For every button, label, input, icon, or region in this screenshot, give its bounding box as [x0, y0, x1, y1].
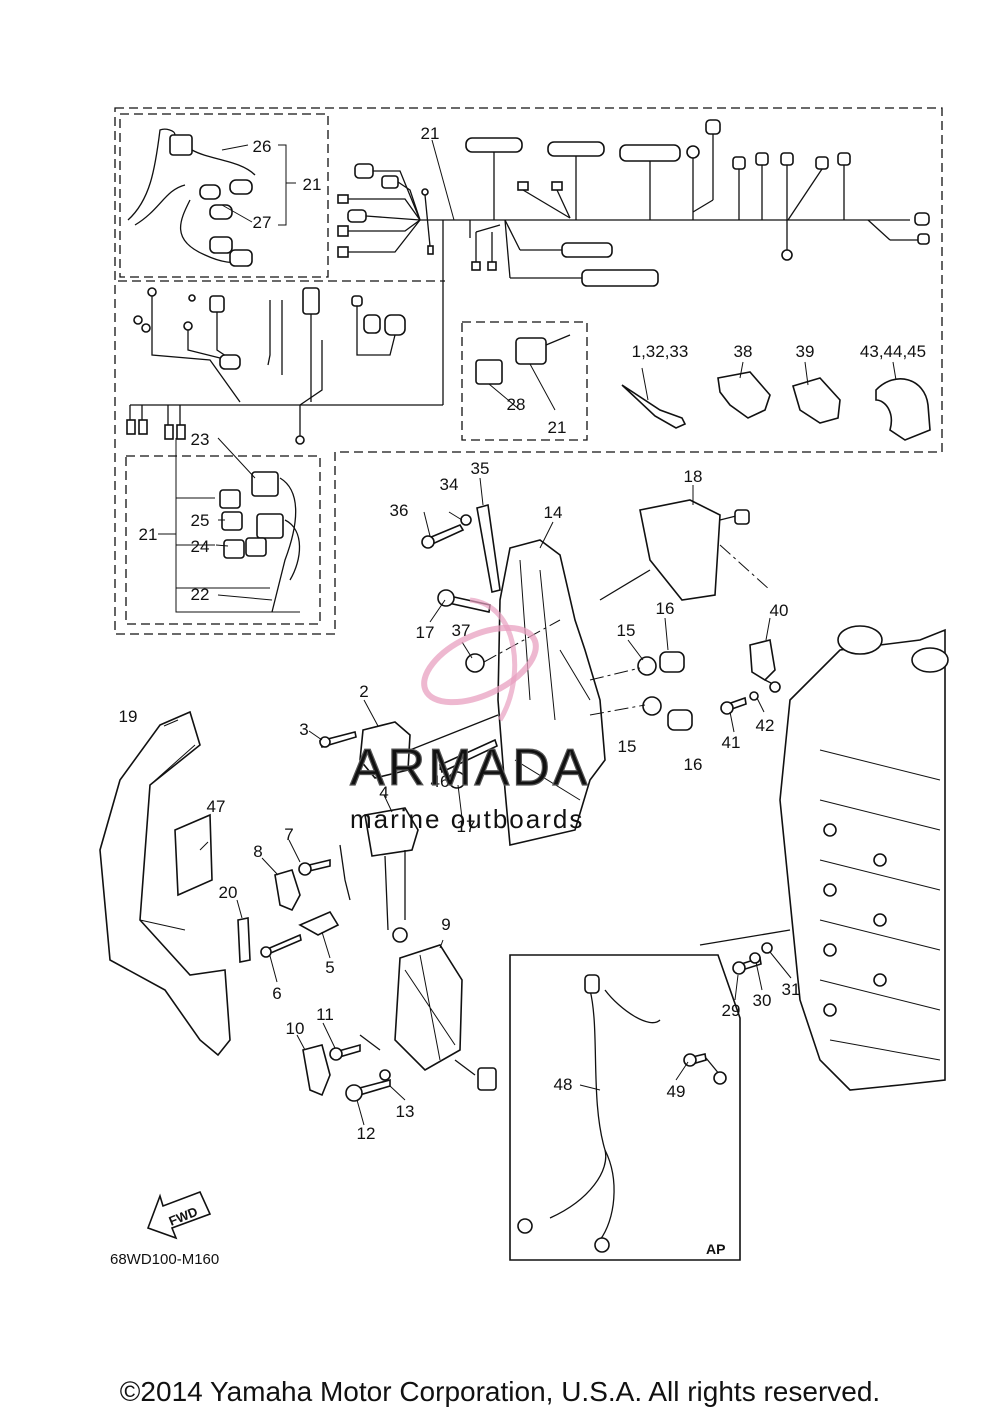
- callout-19: 19: [119, 707, 138, 726]
- callout-5: 5: [325, 958, 334, 977]
- sub-harness-26-27: [127, 128, 256, 267]
- callout-40: 40: [770, 601, 789, 620]
- callout-17-a: 17: [416, 623, 435, 642]
- callout-14: 14: [544, 503, 563, 522]
- lower-harness-detail: [126, 287, 406, 445]
- coil-assembly-2-4: [318, 714, 499, 943]
- callout-2: 2: [359, 682, 368, 701]
- callout-46: 46: [431, 772, 450, 791]
- callout-47: 47: [207, 797, 226, 816]
- callout-16-b: 16: [684, 755, 703, 774]
- armada-watermark: ARMADA marine outboards: [349, 597, 590, 834]
- callout-49: 49: [667, 1082, 686, 1101]
- callout-15-a: 15: [617, 621, 636, 640]
- callout-17-b: 17: [457, 817, 476, 836]
- callout-26: 26: [253, 137, 272, 156]
- connector-box-28: [475, 334, 571, 411]
- callout-18: 18: [684, 467, 703, 486]
- callout-12: 12: [357, 1124, 376, 1143]
- callout-48: 48: [554, 1075, 573, 1094]
- watermark-brand: ARMADA: [350, 739, 590, 797]
- fwd-arrow: FWD: [146, 1190, 212, 1240]
- callout-13: 13: [396, 1102, 415, 1121]
- harness-group-box: [114, 107, 943, 635]
- electrical-bracket-14: [497, 539, 606, 846]
- battery-cable-box: [509, 954, 741, 1261]
- callout-34: 34: [440, 475, 459, 494]
- callout-41: 41: [722, 733, 741, 752]
- callout-3: 3: [299, 720, 308, 739]
- callout-10: 10: [286, 1019, 305, 1038]
- callout-25: 25: [191, 511, 210, 530]
- leader-lines: [158, 139, 897, 1126]
- callout-11: 11: [316, 1005, 334, 1024]
- diagram-code: 68WD100-M160: [110, 1251, 219, 1268]
- callout-27: 27: [253, 213, 272, 232]
- callout-6: 6: [272, 984, 281, 1003]
- ap-label: AP: [706, 1241, 725, 1257]
- callout-29: 29: [722, 1001, 741, 1020]
- callout-35: 35: [471, 459, 490, 478]
- callout-16-a: 16: [656, 599, 675, 618]
- watermark-sub: marine outboards: [350, 804, 584, 834]
- relay-group: [219, 471, 301, 613]
- engine-block: [779, 625, 949, 1091]
- callout-43-44-45: 43,44,45: [860, 342, 926, 361]
- callout-36: 36: [390, 501, 409, 520]
- copyright-notice: ©2014 Yamaha Motor Corporation, U.S.A. A…: [119, 1376, 881, 1407]
- callout-1-32-33: 1,32,33: [632, 342, 689, 361]
- callout-9: 9: [441, 915, 450, 934]
- cable-ties-clamps: [621, 371, 931, 441]
- callout-30: 30: [753, 991, 772, 1010]
- small-parts-29-42: [699, 639, 791, 975]
- callout-7: 7: [284, 825, 293, 844]
- callout-21-c: 21: [548, 418, 567, 437]
- callout-21-a: 21: [303, 175, 322, 194]
- small-parts-5-8-20: [237, 844, 351, 963]
- bracket-18: [599, 499, 771, 601]
- callout-42: 42: [756, 716, 775, 735]
- grommets-15-16: [589, 651, 693, 731]
- callout-8: 8: [253, 842, 262, 861]
- callout-24: 24: [191, 537, 210, 556]
- callout-20: 20: [219, 883, 238, 902]
- callout-22: 22: [191, 585, 210, 604]
- callout-28: 28: [507, 395, 526, 414]
- callout-15-b: 15: [618, 737, 637, 756]
- callout-4: 4: [379, 783, 388, 802]
- cover-19: [99, 710, 231, 1057]
- cdi-unit-9: [302, 944, 497, 1102]
- callout-38: 38: [734, 342, 753, 361]
- callout-21-b: 21: [421, 124, 440, 143]
- callout-23: 23: [191, 430, 210, 449]
- callout-31: 31: [782, 980, 801, 999]
- callout-21-d: 21: [139, 525, 158, 544]
- wiring-harness-21: [130, 119, 930, 406]
- fasteners-upper: [421, 503, 561, 673]
- callout-39: 39: [796, 342, 815, 361]
